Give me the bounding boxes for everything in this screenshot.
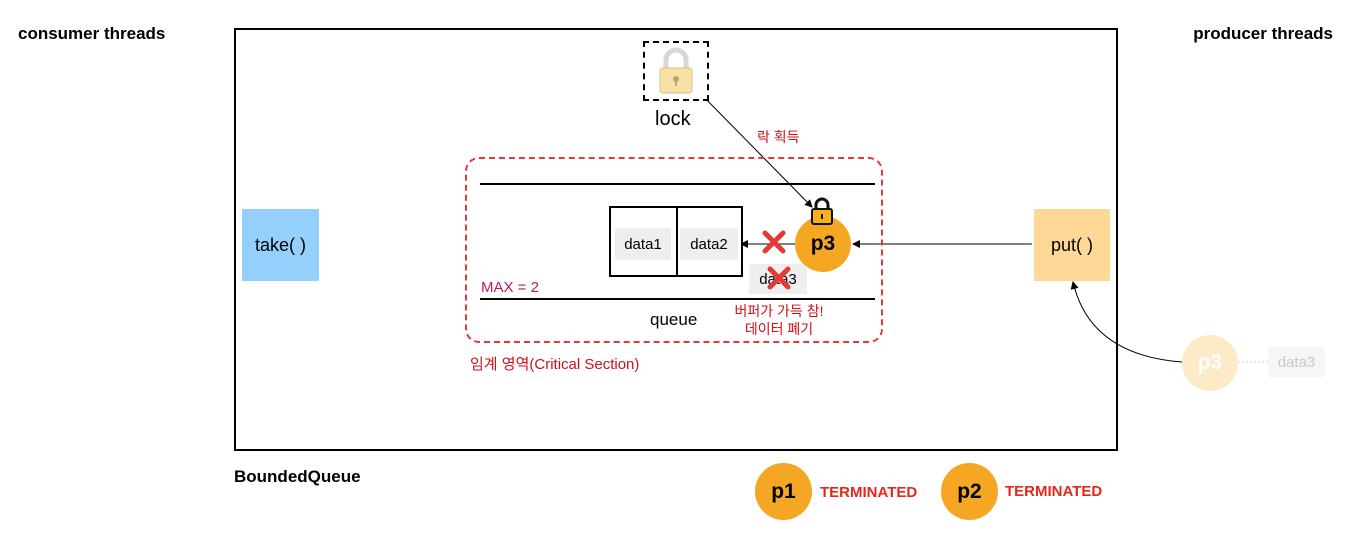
thread-p2-status: TERMINATED xyxy=(1005,483,1103,500)
thread-p1: p1 xyxy=(755,463,812,520)
queue-label: queue xyxy=(650,310,698,329)
max-label: MAX = 2 xyxy=(481,279,539,296)
consumer-threads-heading: consumer threads xyxy=(18,24,166,43)
lock-acquire-arrow xyxy=(696,89,813,208)
queue-item: data2 xyxy=(680,228,738,260)
buffer-full-message: 버퍼가 가득 참! 데이터 폐기 xyxy=(714,302,844,338)
thread-p3-incoming: p3 xyxy=(1182,335,1238,391)
lock-label: lock xyxy=(655,108,691,130)
critical-section-box xyxy=(465,157,883,343)
reject-data-x-icon xyxy=(767,266,791,290)
take-method: take( ) xyxy=(242,209,319,281)
put-method: put( ) xyxy=(1034,209,1110,281)
incoming-p3-arrow xyxy=(1070,281,1183,363)
queue-top-line xyxy=(480,183,875,185)
queue-item: data1 xyxy=(615,228,671,260)
lock-icon xyxy=(659,47,693,94)
queue-bottom-line xyxy=(480,298,875,300)
bounded-queue-label: BoundedQueue xyxy=(234,467,361,486)
buffer-full-line1: 버퍼가 가득 참! xyxy=(734,303,824,319)
producer-threads-heading: producer threads xyxy=(1193,24,1333,43)
bounded-queue-box xyxy=(234,28,1118,451)
lock-box xyxy=(643,41,709,101)
thread-p2: p2 xyxy=(941,463,998,520)
critical-section-label: 임계 영역(Critical Section) xyxy=(470,356,640,373)
acquired-lock-icon xyxy=(811,197,833,225)
buffer-full-line2: 데이터 폐기 xyxy=(744,321,814,337)
incoming-data-chip: data3 xyxy=(1268,347,1325,377)
reject-arrow-x-icon xyxy=(762,230,786,254)
thread-p3-active: p3 xyxy=(795,216,851,272)
thread-p1-status: TERMINATED xyxy=(820,484,918,501)
lock-acquire-label: 락 획득 xyxy=(757,129,800,145)
